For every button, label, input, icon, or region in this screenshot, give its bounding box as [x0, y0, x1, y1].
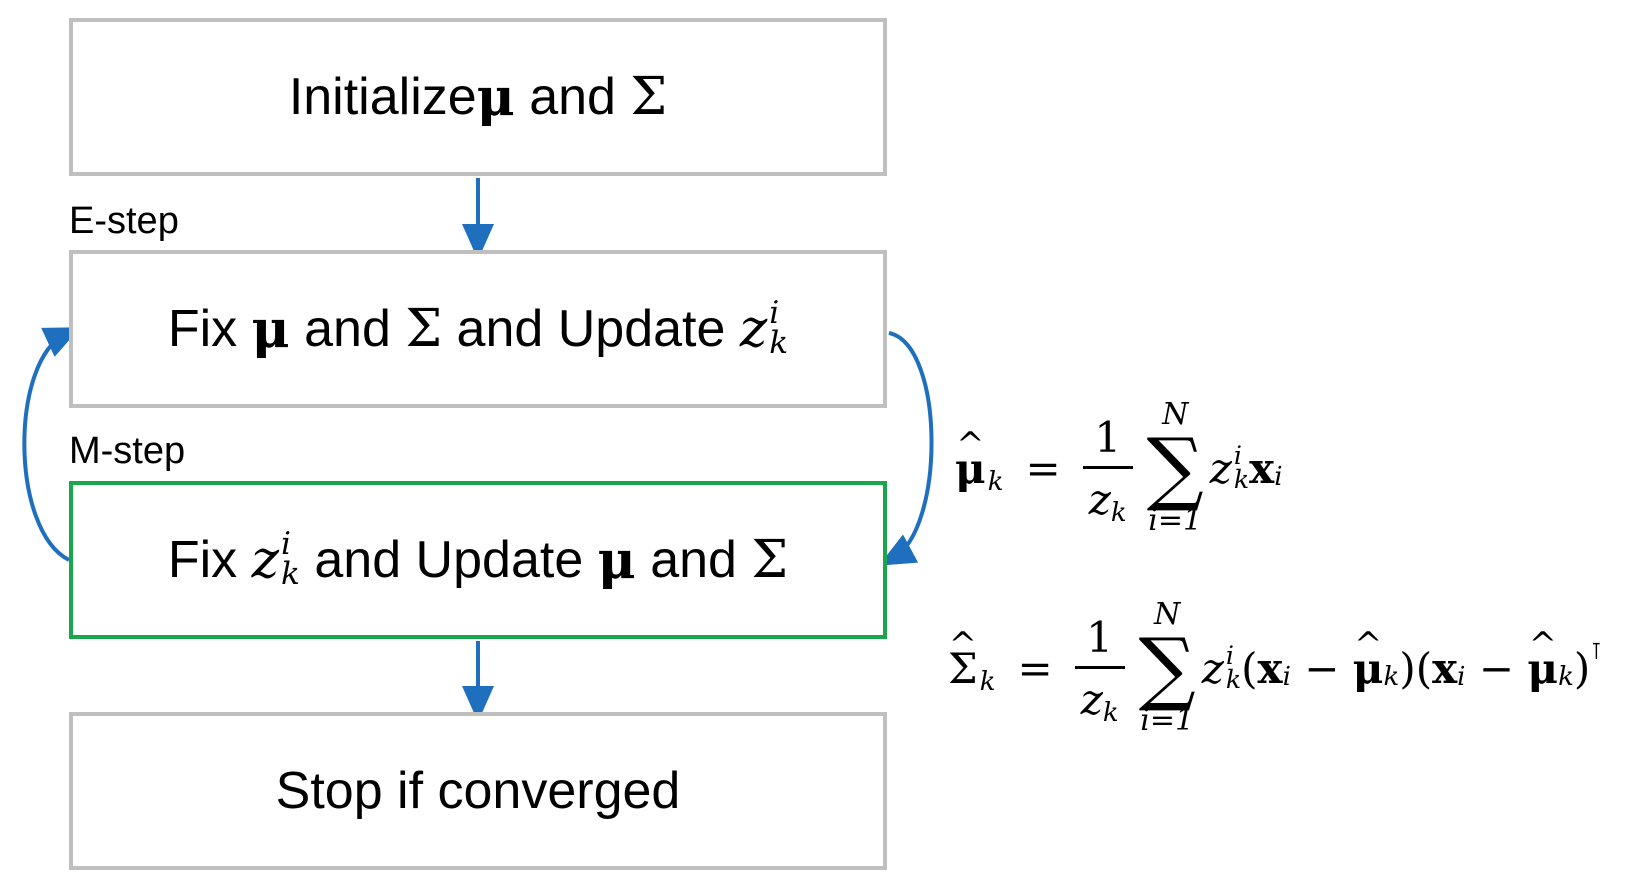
- mu-symbol: μ: [251, 298, 290, 360]
- equals-sign: =: [1025, 443, 1061, 493]
- summation: N ∑ i=1: [1146, 397, 1204, 538]
- fraction-one-over-zk: 1 zk: [1082, 413, 1133, 528]
- arrow-estep-to-mstep: [878, 331, 934, 566]
- mu-symbol: μ: [476, 66, 515, 128]
- sigma-symbol: Σ: [630, 67, 668, 127]
- fraction-one-over-zk: 1 zk: [1074, 613, 1125, 728]
- stop-box: Stop if converged: [69, 712, 887, 870]
- sigma-symbol: Σ: [751, 530, 789, 590]
- mstep-mid2: and: [635, 531, 752, 589]
- mstep-prefix: Fix: [167, 531, 252, 589]
- initialize-box: Initialize μ and Σ: [69, 18, 887, 176]
- mstep-label: M-step: [69, 430, 186, 472]
- summation: N ∑ i=1: [1138, 597, 1196, 738]
- estep-label: E-step: [69, 200, 179, 242]
- equals-sign: =: [1017, 643, 1053, 693]
- estep-prefix: Fix: [167, 300, 252, 358]
- estep-mid1: and: [289, 300, 406, 358]
- stop-text: Stop if converged: [275, 762, 681, 820]
- estep-mid2: and Update: [442, 300, 740, 358]
- sigma-symbol: Σ: [405, 299, 443, 359]
- mu-symbol: μ: [597, 529, 636, 591]
- initialize-prefix: Initialize: [288, 68, 477, 126]
- mstep-mid1: and Update: [299, 531, 598, 589]
- arrow-mstep-to-estep: [22, 327, 81, 562]
- initialize-mid: and: [514, 68, 631, 126]
